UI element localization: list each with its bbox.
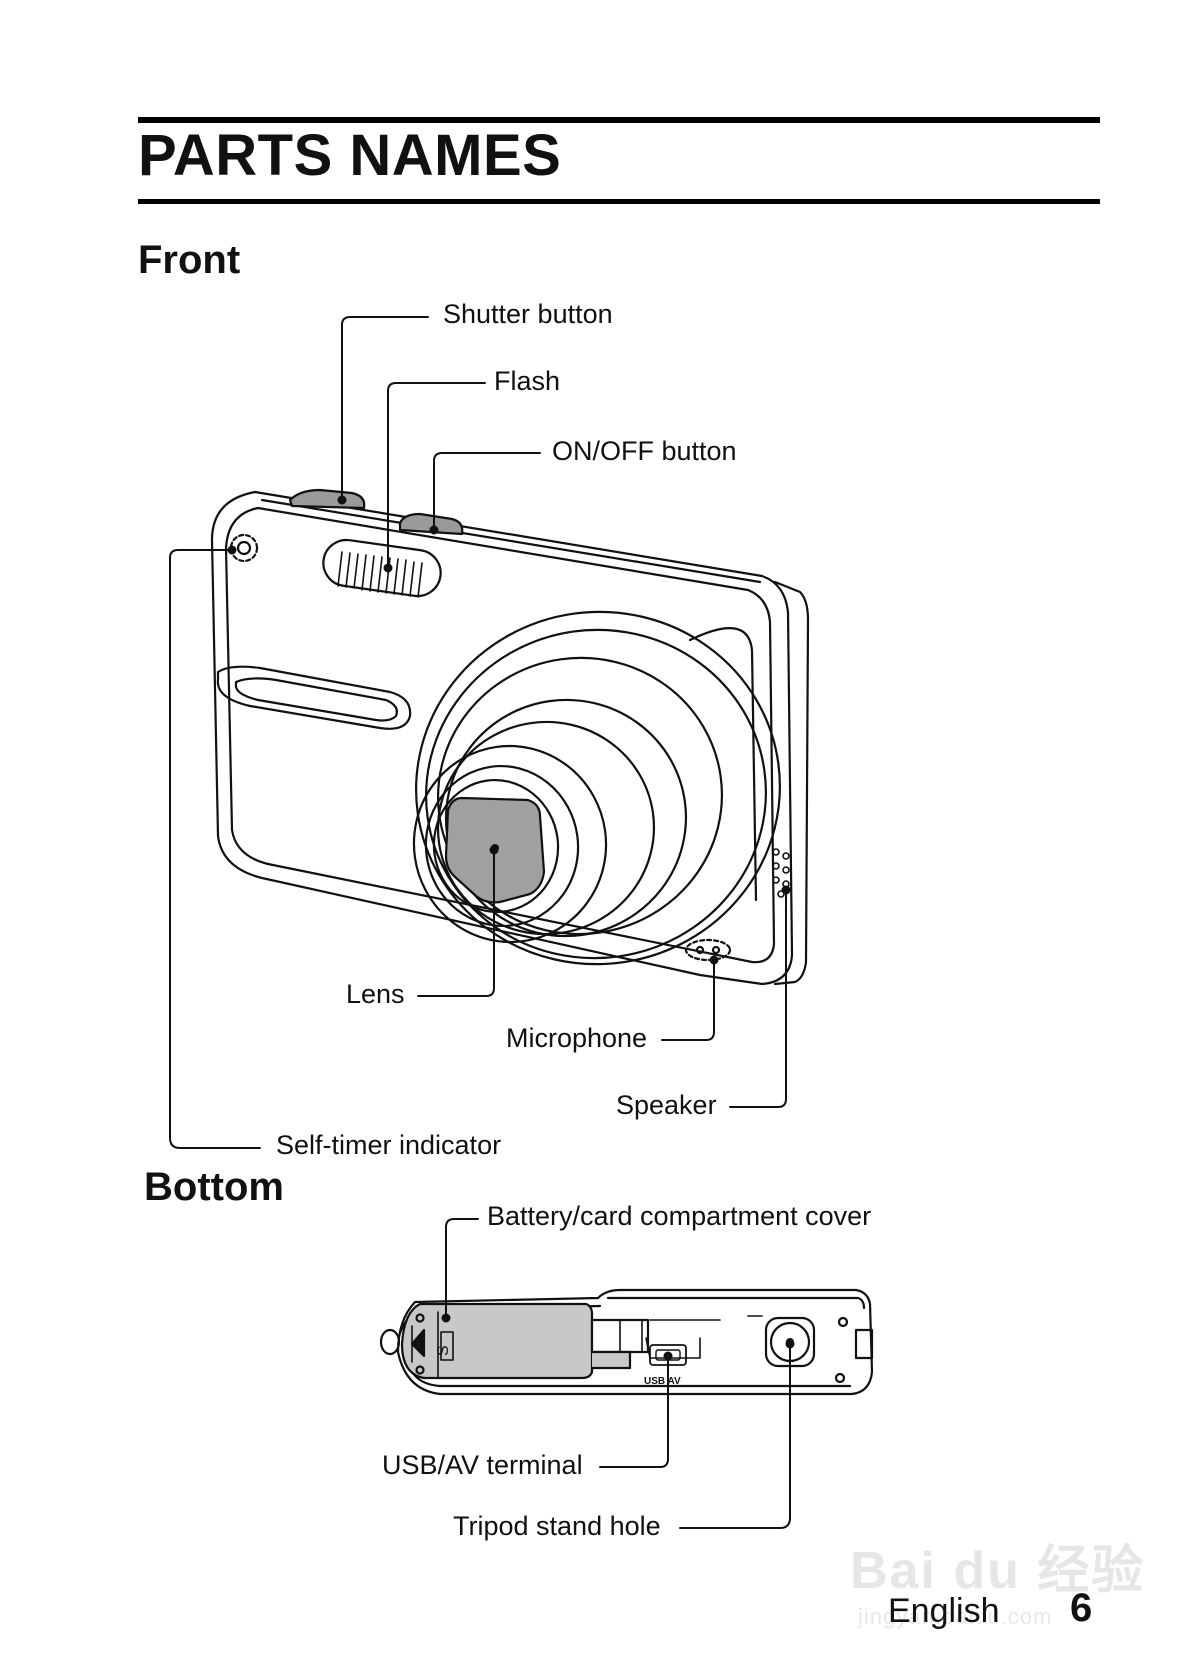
camera-bottom-illustration: S USB AV (379, 1288, 874, 1396)
battery-cover-shape (400, 1302, 594, 1380)
footer-language: English (888, 1592, 1000, 1630)
label-lens: Lens (346, 979, 405, 1009)
microphone-shape (684, 938, 732, 962)
label-flash: Flash (494, 366, 561, 396)
shutter-button-shape (288, 488, 366, 510)
baidu-watermark-url: jingyan.baidu.com (858, 1604, 1053, 1629)
bottom-heading: Bottom (144, 1165, 284, 1209)
label-self-timer-indicator: Self-timer indicator (276, 1130, 502, 1160)
front-leader-lines (169, 316, 791, 1149)
label-on-off-button: ON/OFF button (552, 436, 737, 466)
baidu-watermark: Bai du 经验 (850, 1542, 1146, 1600)
title-rule-bottom (138, 199, 1100, 204)
on-off-button-shape (398, 512, 464, 536)
label-tripod-stand-hole: Tripod stand hole (453, 1511, 661, 1541)
title-rule-top (138, 117, 1100, 123)
label-speaker: Speaker (616, 1090, 717, 1120)
camera-front-illustration (210, 488, 810, 986)
label-shutter-button: Shutter button (443, 299, 613, 329)
label-microphone: Microphone (506, 1023, 648, 1053)
page-number: 6 (1070, 1586, 1093, 1630)
svg-text:S: S (435, 1345, 452, 1356)
self-timer-shape (229, 533, 259, 563)
flash-window-shape (322, 538, 442, 598)
label-battery-cover: Battery/card compartment cover (487, 1201, 872, 1231)
label-usb-av-terminal: USB/AV terminal (382, 1450, 583, 1480)
front-heading: Front (138, 238, 241, 282)
page-title: PARTS NAMES (138, 123, 562, 188)
svg-text:USB AV: USB AV (644, 1376, 681, 1387)
bottom-leader-lines (441, 1218, 795, 1529)
